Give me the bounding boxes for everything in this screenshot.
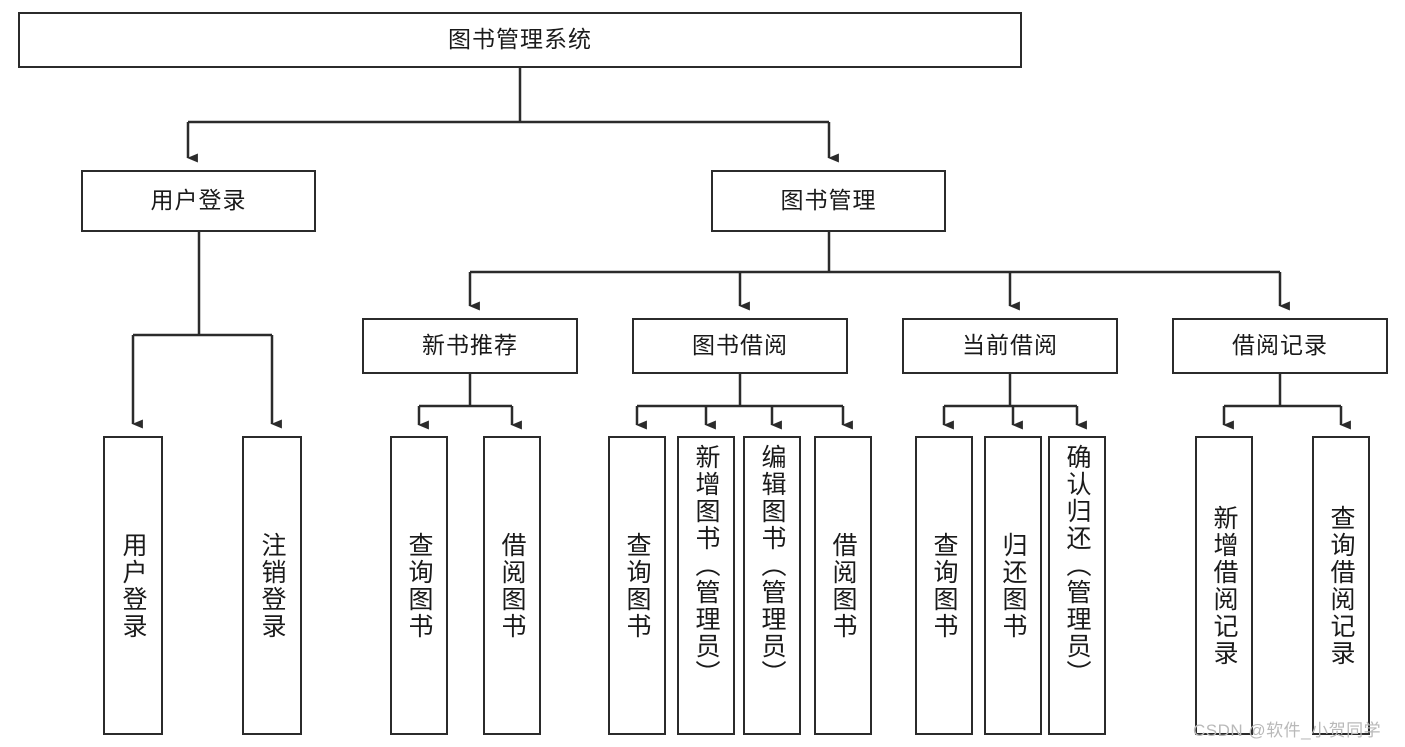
node-label: 图书管理 <box>780 187 877 214</box>
leaf-borrow-book-recommend[interactable]: 借阅图书 <box>483 436 541 735</box>
node-borrow-record[interactable]: 借阅记录 <box>1172 318 1388 374</box>
node-label: 用户登录 <box>119 531 147 640</box>
node-label: 借阅图书 <box>498 531 526 640</box>
csdn-watermark: CSDN @软件_小贺同学 <box>1193 721 1382 740</box>
node-new-book-recommend[interactable]: 新书推荐 <box>362 318 578 374</box>
node-label: 查询借阅记录 <box>1327 504 1355 667</box>
leaf-query-book[interactable]: 查询图书 <box>608 436 666 735</box>
node-label: 归还图书 <box>999 531 1027 640</box>
node-label: 图书借阅 <box>692 332 788 359</box>
leaf-borrow-book[interactable]: 借阅图书 <box>814 436 872 735</box>
node-label: 编辑图书（管理员） <box>758 444 786 687</box>
leaf-edit-book-admin[interactable]: 编辑图书（管理员） <box>743 436 801 735</box>
node-current-borrow[interactable]: 当前借阅 <box>902 318 1118 374</box>
node-label: 查询图书 <box>930 531 958 640</box>
leaf-confirm-return-admin[interactable]: 确认归还（管理员） <box>1048 436 1106 735</box>
leaf-query-book-current[interactable]: 查询图书 <box>915 436 973 735</box>
node-label: 当前借阅 <box>962 332 1058 359</box>
node-label: 新增借阅记录 <box>1210 504 1238 667</box>
node-user-login[interactable]: 用户登录 <box>81 170 316 232</box>
leaf-query-book-recommend[interactable]: 查询图书 <box>390 436 448 735</box>
node-label: 用户登录 <box>150 187 247 214</box>
leaf-add-book-admin[interactable]: 新增图书（管理员） <box>677 436 735 735</box>
node-label: 图书管理系统 <box>448 26 592 53</box>
node-label: 新书推荐 <box>422 332 518 359</box>
node-root-system[interactable]: 图书管理系统 <box>18 12 1022 68</box>
node-label: 查询图书 <box>623 531 651 640</box>
node-label: 确认归还（管理员） <box>1063 444 1091 687</box>
node-book-borrow[interactable]: 图书借阅 <box>632 318 848 374</box>
leaf-return-book[interactable]: 归还图书 <box>984 436 1042 735</box>
leaf-logout[interactable]: 注销登录 <box>242 436 302 735</box>
leaf-user-login[interactable]: 用户登录 <box>103 436 163 735</box>
node-label: 借阅记录 <box>1232 332 1328 359</box>
leaf-query-borrow-record[interactable]: 查询借阅记录 <box>1312 436 1370 735</box>
node-label: 注销登录 <box>258 531 286 640</box>
node-book-management[interactable]: 图书管理 <box>711 170 946 232</box>
leaf-add-borrow-record[interactable]: 新增借阅记录 <box>1195 436 1253 735</box>
node-label: 借阅图书 <box>829 531 857 640</box>
node-label: 新增图书（管理员） <box>692 444 720 687</box>
node-label: 查询图书 <box>405 531 433 640</box>
